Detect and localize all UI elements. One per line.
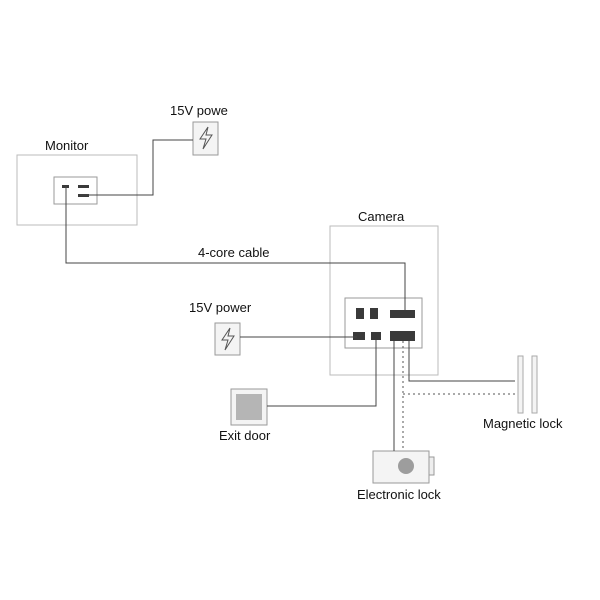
power-top-label: 15V powe — [170, 103, 228, 118]
wire-magnetic-lock — [408, 341, 515, 382]
electronic-lock-knob — [398, 458, 414, 474]
camera-terminal-6 — [390, 331, 415, 341]
camera-terminal-5 — [371, 332, 381, 340]
camera-terminal-2 — [370, 308, 378, 319]
camera-terminal-3 — [390, 310, 415, 318]
monitor-label: Monitor — [45, 138, 89, 153]
lightning-icon — [221, 327, 235, 351]
cable-label: 4-core cable — [198, 245, 270, 260]
lightning-icon — [199, 126, 213, 150]
exit-door-label: Exit door — [219, 428, 271, 443]
camera-terminal-1 — [356, 308, 364, 319]
camera-label: Camera — [358, 209, 405, 224]
wire-monitor-power — [80, 139, 193, 196]
wire-exit-door — [267, 340, 377, 407]
electronic-lock-label: Electronic lock — [357, 487, 441, 502]
electronic-lock-tab — [428, 456, 435, 476]
power-mid-label: 15V power — [189, 300, 252, 315]
power-outlet-mid — [214, 322, 241, 356]
camera-terminal-4 — [353, 332, 365, 340]
monitor-terminal-right-top — [78, 185, 89, 188]
exit-door-button — [236, 394, 262, 420]
magnetic-lock-bar-right — [531, 355, 538, 414]
wire-4-core-cable — [65, 186, 406, 310]
magnetic-lock-bar-left — [517, 355, 524, 414]
monitor-terminal-panel — [53, 176, 98, 205]
magnetic-lock-label: Magnetic lock — [483, 416, 563, 431]
